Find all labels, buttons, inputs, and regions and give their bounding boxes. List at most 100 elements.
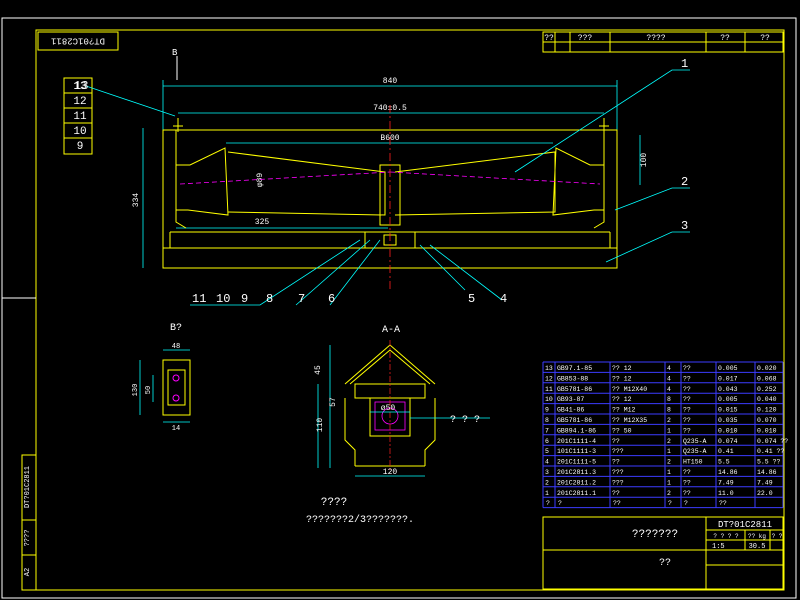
- dim-offset: 325: [255, 218, 270, 227]
- bom-cell-no: 8: [545, 417, 549, 424]
- bom-cell-no: 4: [545, 459, 549, 466]
- bom-cell-no: 11: [545, 386, 553, 393]
- revision-col-2: ???: [578, 34, 593, 43]
- bom-cell-qty: 1: [667, 479, 671, 486]
- revision-col-4: ??: [720, 34, 730, 43]
- view-b-dim-c: 50: [145, 386, 153, 394]
- bom-cell-mat: ??: [683, 427, 691, 434]
- bom-cell-name: ?? 12: [612, 365, 632, 372]
- callout-6: 6: [328, 292, 335, 306]
- callout-8: 8: [266, 292, 273, 306]
- bom-cell-mat: ??: [683, 479, 691, 486]
- bom-cell-qty: 2: [667, 490, 671, 497]
- view-b-dim-b: 130: [132, 384, 140, 397]
- bom-cell-mat: ??: [683, 365, 691, 372]
- section-dim-hole: ø50: [381, 404, 396, 413]
- notes-text: ???????2/3???????.: [306, 514, 414, 526]
- drawing-frame: [1, 17, 797, 599]
- callout-10: 10: [216, 292, 230, 306]
- bom-cell-qty: 1: [667, 469, 671, 476]
- bom-header-cell: ??: [719, 500, 727, 507]
- bom-cell-code: GB93-87: [557, 396, 584, 403]
- bom-cell-w2: 0.020: [757, 365, 777, 372]
- bom-cell-code: 101C1111-3: [557, 448, 596, 455]
- bom-cell-no: 2: [545, 479, 549, 486]
- dim-dia: φ89: [256, 173, 265, 188]
- view-b-dim-d: 14: [172, 425, 180, 433]
- notes-title: ????: [321, 497, 347, 509]
- bom-cell-code: GB41-86: [557, 407, 584, 414]
- bom-cell-qty: 4: [667, 365, 671, 372]
- bom-cell-w1: 5.5: [718, 459, 730, 466]
- bom-header-cell: ?: [546, 500, 550, 507]
- left-part-10: 10: [73, 126, 86, 138]
- bom-cell-code: 201C2811.3: [557, 469, 596, 476]
- bom-header-cell: ?: [668, 500, 672, 507]
- bom-cell-w2: 0.040: [757, 396, 777, 403]
- revision-header: [542, 31, 784, 53]
- bom-cell-qty: 1: [667, 448, 671, 455]
- bom-cell-w2: 0.068: [757, 375, 777, 382]
- bom-cell-mat: ??: [683, 407, 691, 414]
- bom-cell-w2: 14.86: [757, 469, 777, 476]
- bom-cell-qty: 8: [667, 407, 671, 414]
- bom-cell-w2: 22.0: [757, 490, 773, 497]
- bom-cell-code: GB853-88: [557, 375, 588, 382]
- bom-cell-mat: ??: [683, 386, 691, 393]
- bom-cell-name: ?? M12: [612, 407, 636, 414]
- view-b-marker: B: [172, 48, 178, 58]
- bom-cell-code: 201C1111-5: [557, 459, 596, 466]
- callout-5: 5: [468, 292, 475, 306]
- bom-cell-qty: 1: [667, 427, 671, 434]
- callout-4: 4: [500, 292, 507, 306]
- bom-cell-name: ?? 50: [612, 427, 632, 434]
- revision-col-3: ????: [646, 34, 665, 43]
- bom-cell-mat: ??: [683, 417, 691, 424]
- left-side-strip: DT?01C2811 ???? A2: [21, 454, 37, 591]
- side-strip-code: DT?01C2811: [24, 466, 32, 508]
- bom-cell-name: ???: [612, 469, 624, 476]
- bom-cell-w2: 0.074 ??: [757, 438, 788, 445]
- bom-cell-no: 6: [545, 438, 549, 445]
- bom-cell-w1: 0.005: [718, 365, 738, 372]
- bom-cell-no: 5: [545, 448, 549, 455]
- bom-cell-code: GB5781-86: [557, 417, 592, 424]
- view-b-dim-a: 48: [172, 343, 180, 351]
- view-b-detail: B? 48 130 50 14: [132, 323, 191, 433]
- bom-header-cell: ?: [684, 500, 688, 507]
- bom-cell-name: ?? M12X40: [612, 386, 647, 393]
- revision-col-1: ??: [544, 34, 554, 43]
- bom-cell-w1: 0.017: [718, 375, 738, 382]
- dim-height: 334: [132, 193, 141, 208]
- bom-cell-w1: 0.035: [718, 417, 738, 424]
- bom-cell-w2: 0.252: [757, 386, 777, 393]
- bom-cell-w1: 0.043: [718, 386, 738, 393]
- bom-cell-w1: 0.015: [718, 407, 738, 414]
- bom-cell-qty: 4: [667, 386, 671, 393]
- view-b-title: B?: [170, 323, 182, 334]
- section-a-a-view: A-A 120 110 57 45 ø50 ?: [314, 325, 490, 477]
- bom-cell-no: 3: [545, 469, 549, 476]
- bom-header-cell: ?: [558, 500, 562, 507]
- bom-cell-no: 1: [545, 490, 549, 497]
- dim-rise: 100: [640, 153, 649, 168]
- bom-cell-mat: Q235-A: [683, 438, 707, 445]
- title-block-col-1: ? ? ? ?: [713, 533, 739, 540]
- title-block-title: ???????: [632, 529, 678, 541]
- bom-cell-w2: 0.070: [757, 417, 777, 424]
- bom-cell-w1: 0.074: [718, 438, 738, 445]
- section-dim-width: 120: [383, 468, 398, 477]
- bom-cell-name: ??: [612, 459, 620, 466]
- bom-cell-name: ???: [612, 479, 624, 486]
- bom-cell-qty: 4: [667, 375, 671, 382]
- bom-cell-w1: 0.005: [718, 396, 738, 403]
- side-strip-label: ????: [24, 530, 32, 547]
- bom-cell-w1: 0.010: [718, 427, 738, 434]
- bom-cell-qty: 2: [667, 438, 671, 445]
- bom-cell-code: 201C2811.1: [557, 490, 596, 497]
- bom-cell-qty: 2: [667, 459, 671, 466]
- section-dim-height: 110: [316, 418, 325, 433]
- callout-7: 7: [298, 292, 305, 306]
